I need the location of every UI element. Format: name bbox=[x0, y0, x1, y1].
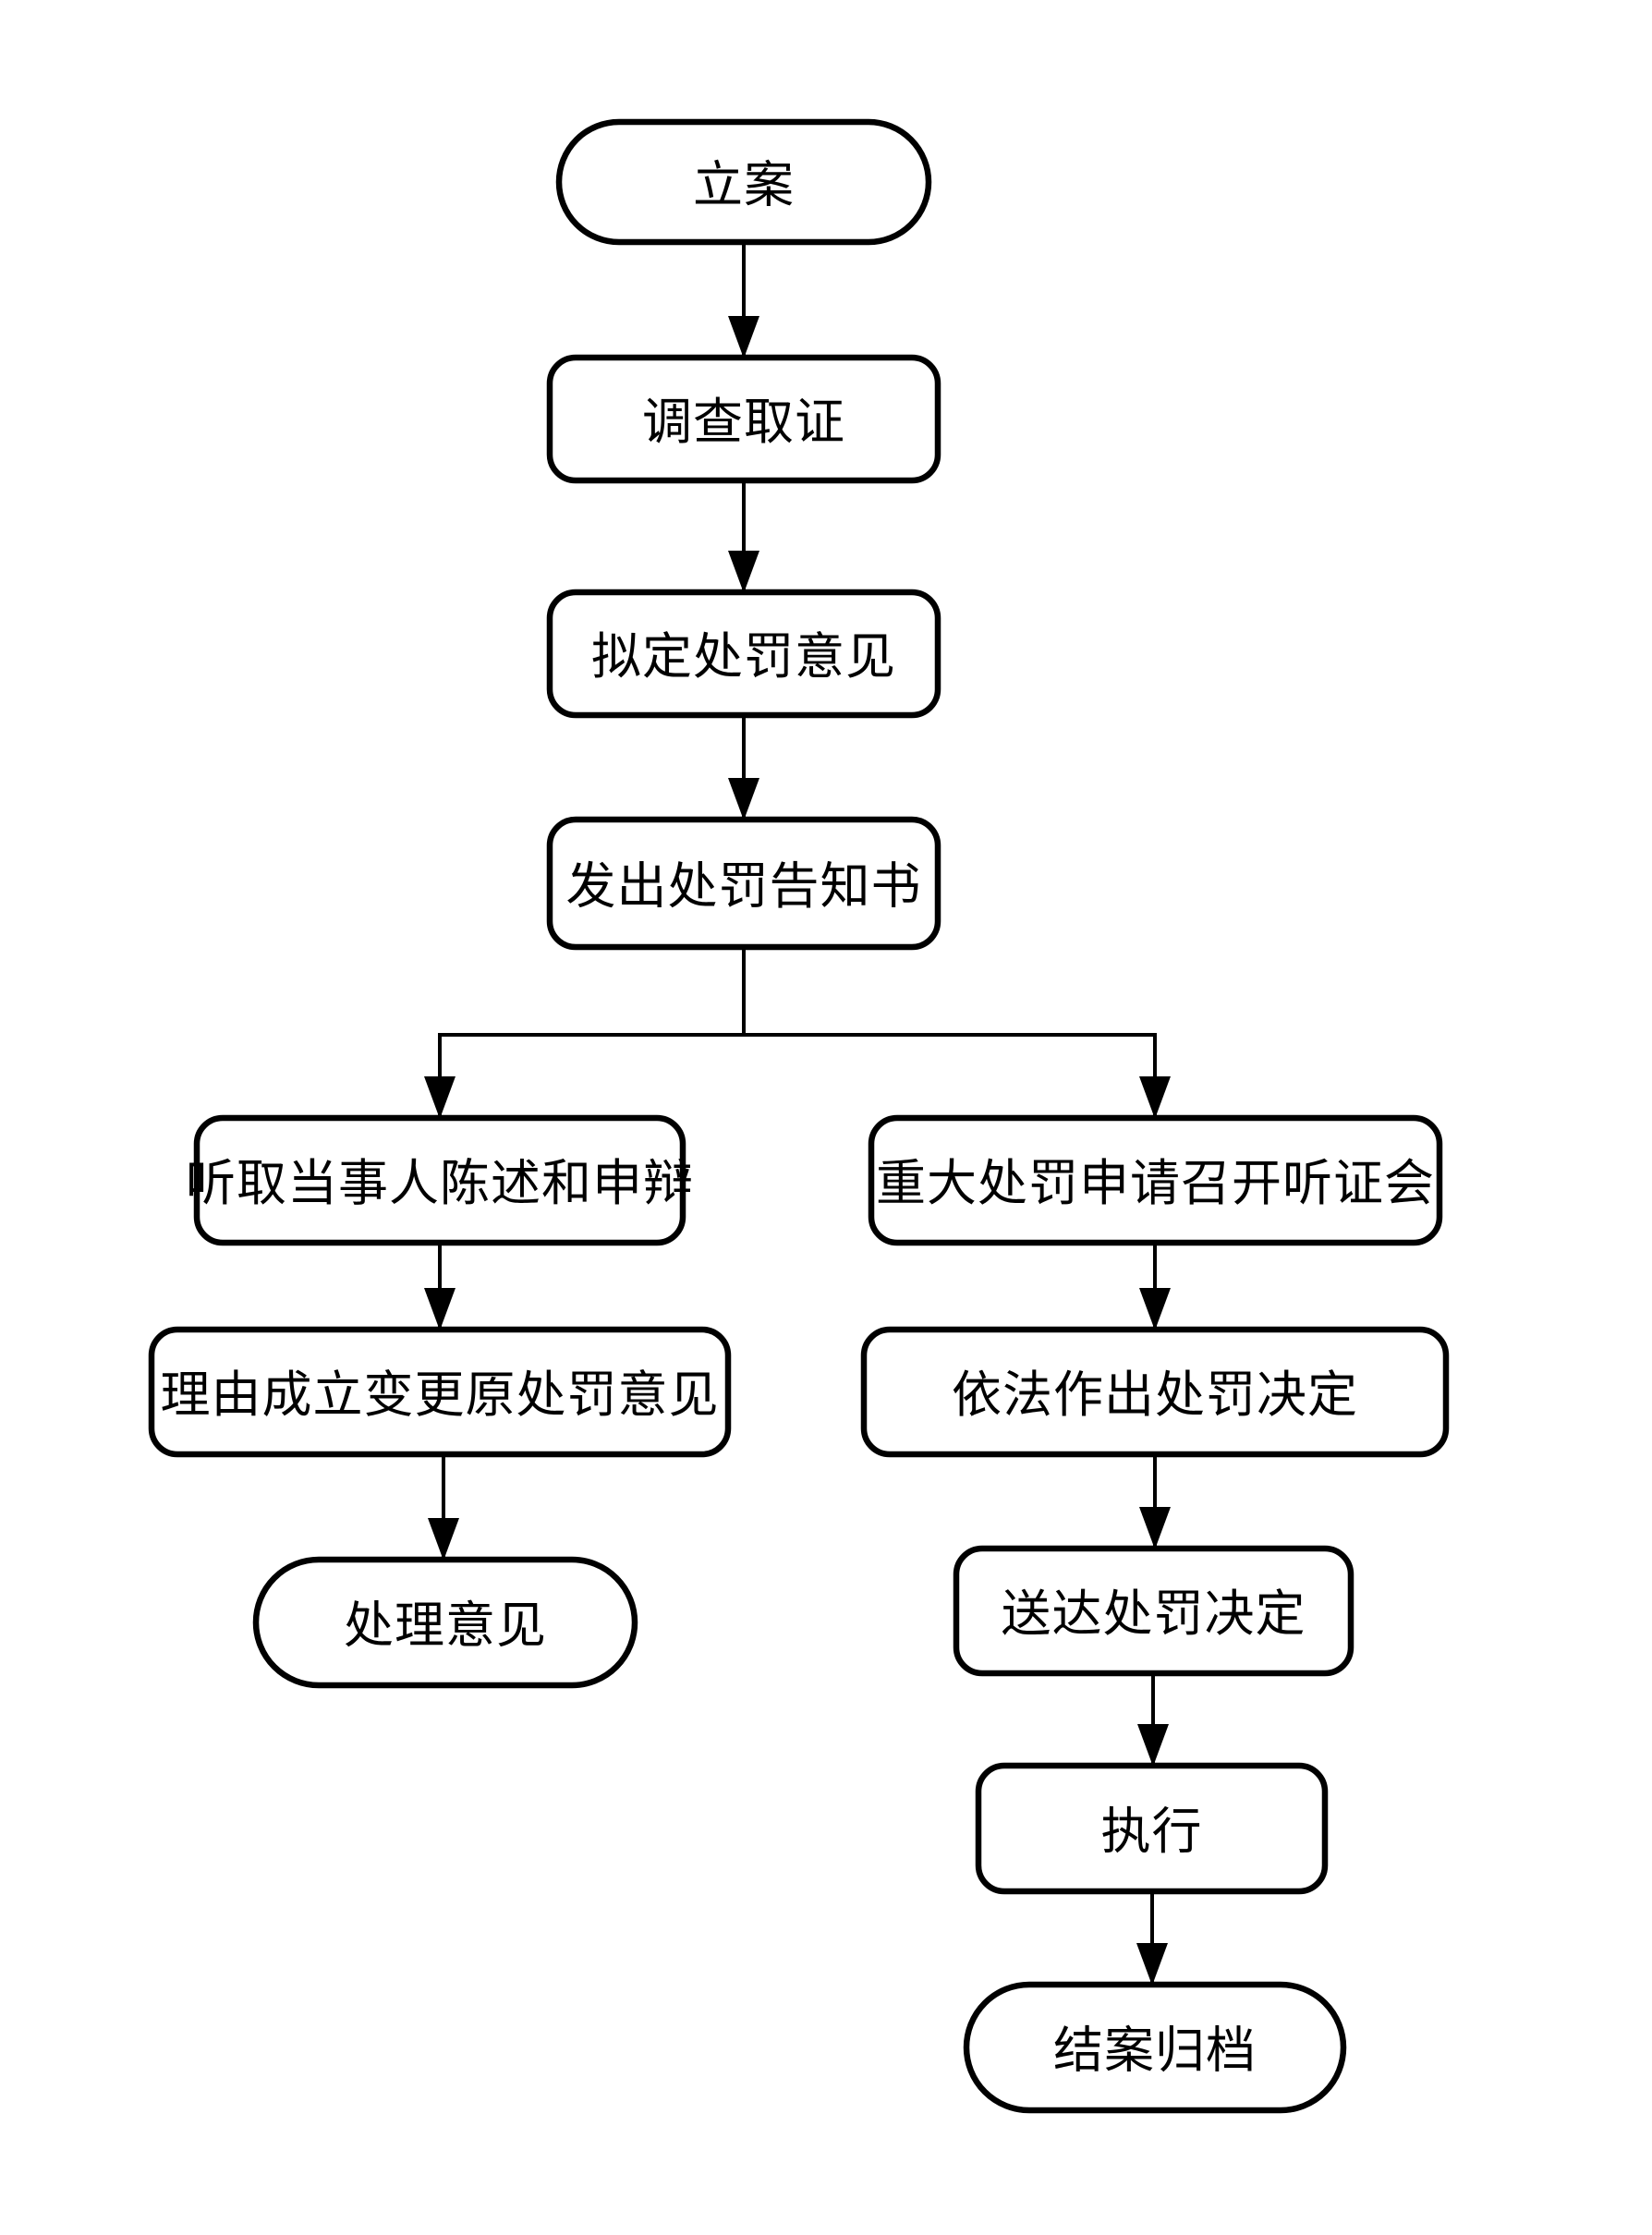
flow-node-label: 拟定处罚意见 bbox=[591, 627, 896, 686]
flow-node-label: 执行 bbox=[1101, 1803, 1203, 1861]
flow-node-shape-rounded-rect bbox=[546, 816, 941, 951]
flow-node-label: 听取当事人陈述和申辩 bbox=[186, 1154, 694, 1212]
flow-node-shape-rounded-rect bbox=[148, 1326, 732, 1458]
flow-node-close-archive: 结案归档 bbox=[963, 1981, 1347, 2114]
flow-node-label: 处理意见 bbox=[344, 1597, 547, 1655]
flow-node-shape-rounded-rect bbox=[546, 354, 941, 484]
flow-node-execute: 执行 bbox=[975, 1762, 1329, 1895]
flow-node-deliver-penalty-decision: 送达处罚决定 bbox=[953, 1545, 1354, 1677]
flow-node-label: 发出处罚告知书 bbox=[566, 857, 922, 916]
flow-node-shape-stadium bbox=[252, 1556, 638, 1689]
flow-node-label: 依法作出处罚决定 bbox=[952, 1366, 1358, 1424]
flow-node-start-case: 立案 bbox=[555, 118, 932, 246]
flow-node-label: 结案归档 bbox=[1053, 2022, 1257, 2080]
flow-node-shape-rounded-rect bbox=[868, 1114, 1443, 1246]
flow-node-label: 送达处罚决定 bbox=[1002, 1585, 1306, 1643]
flow-node-label: 调查取证 bbox=[642, 393, 845, 451]
flow-node-label: 理由成立变更原处罚意见 bbox=[161, 1366, 720, 1424]
flow-node-draft-penalty-opinion: 拟定处罚意见 bbox=[546, 589, 941, 719]
flow-node-shape-rounded-rect bbox=[975, 1762, 1329, 1895]
flow-node-shape-rounded-rect bbox=[860, 1326, 1450, 1458]
flow-node-investigate-evidence: 调查取证 bbox=[546, 354, 941, 484]
flow-node-major-penalty-hearing: 重大处罚申请召开听证会 bbox=[868, 1114, 1443, 1246]
flow-node-shape-stadium bbox=[555, 118, 932, 246]
flow-edge-issue-penalty-notice-to-major-penalty-hearing bbox=[742, 947, 1171, 1119]
flow-node-hear-statement-defense: 听取当事人陈述和申辩 bbox=[186, 1114, 694, 1246]
flow-node-issue-penalty-notice: 发出处罚告知书 bbox=[546, 816, 941, 951]
flow-node-shape-stadium bbox=[963, 1981, 1347, 2114]
flow-node-shape-rounded-rect bbox=[193, 1114, 686, 1246]
flow-node-label: 立案 bbox=[693, 156, 795, 214]
flow-node-shape-rounded-rect bbox=[953, 1545, 1354, 1677]
flow-node-label: 重大处罚申请召开听证会 bbox=[876, 1154, 1435, 1212]
flow-edge-issue-penalty-notice-to-hear-statement-defense bbox=[424, 947, 746, 1119]
flow-node-shape-rounded-rect bbox=[546, 589, 941, 719]
flow-node-make-penalty-decision: 依法作出处罚决定 bbox=[860, 1326, 1450, 1458]
flow-node-change-original-opinion: 理由成立变更原处罚意见 bbox=[148, 1326, 732, 1458]
flow-node-handling-opinion: 处理意见 bbox=[252, 1556, 638, 1689]
